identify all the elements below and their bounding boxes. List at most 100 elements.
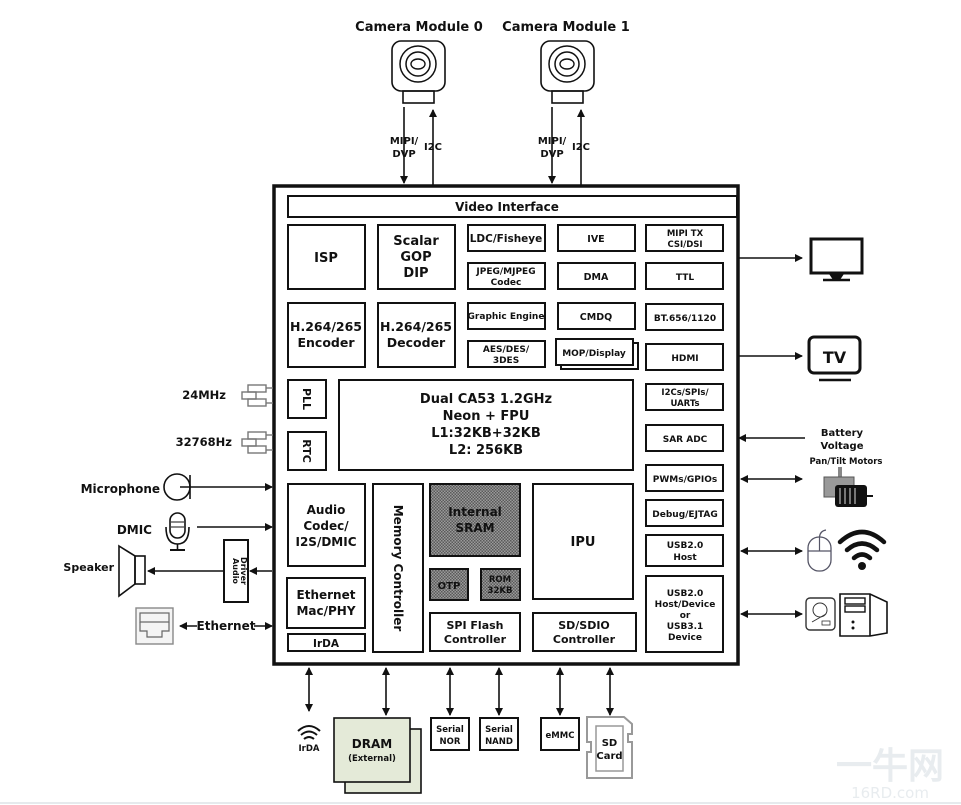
camera-icon — [540, 40, 595, 104]
svg-text:Voltage: Voltage — [821, 441, 864, 452]
svg-text:DRAM: DRAM — [352, 737, 392, 751]
svg-text:TV: TV — [823, 348, 847, 367]
svg-text:Battery: Battery — [821, 428, 864, 439]
svg-text:24MHz: 24MHz — [182, 388, 226, 402]
wifi-icon — [837, 529, 887, 570]
svg-text:DIP: DIP — [403, 266, 428, 281]
dma-block: DMA — [557, 262, 636, 290]
svg-text:RTC: RTC — [300, 439, 313, 463]
svg-text:Internal: Internal — [448, 505, 502, 519]
svg-text:3DES: 3DES — [493, 356, 519, 366]
emmc: eMMC — [540, 717, 580, 751]
svg-text:L1:32KB+32KB: L1:32KB+32KB — [431, 426, 541, 441]
microphone-input: Microphone — [81, 473, 273, 501]
dvp-label: DVP — [392, 149, 415, 160]
svg-text:Encoder: Encoder — [297, 335, 355, 350]
svg-text:(External): (External) — [348, 754, 396, 764]
svg-text:16RD.com: 16RD.com — [851, 784, 929, 802]
svg-text:Ethernet: Ethernet — [197, 619, 256, 633]
mipi-tx-block: MIPI TX CSI/DSI — [645, 224, 724, 252]
svg-text:Audio: Audio — [307, 503, 346, 517]
encoder-block: H.264/265 Encoder — [287, 302, 366, 368]
svg-text:CSI/DSI: CSI/DSI — [667, 240, 702, 250]
audio-driver-box: Audio Driver — [223, 539, 249, 603]
rtc-block: RTC — [287, 431, 327, 471]
svg-text:SRAM: SRAM — [455, 521, 494, 535]
svg-text:SPI Flash: SPI Flash — [447, 619, 504, 632]
svg-text:Pan/Tilt Motors: Pan/Tilt Motors — [810, 457, 883, 467]
memory-controller-block: Memory Controller — [372, 483, 424, 653]
svg-text:Debug/EJTAG: Debug/EJTAG — [652, 510, 717, 520]
dmic-input: DMIC — [117, 512, 273, 551]
cpu-block: Dual CA53 1.2GHz Neon + FPU L1:32KB+32KB… — [338, 379, 634, 471]
oscillator-24mhz: 24MHz — [182, 384, 273, 407]
svg-text:USB2.0: USB2.0 — [667, 541, 704, 551]
ttl-block: TTL — [645, 262, 724, 290]
isp-block: ISP — [287, 224, 366, 290]
speaker-icon — [118, 544, 146, 598]
svg-text:32KB: 32KB — [488, 586, 513, 596]
dmic-icon — [165, 512, 190, 551]
svg-text:Microphone: Microphone — [81, 482, 160, 496]
rom-block: ROM 32KB — [480, 568, 521, 601]
svg-text:I2S/DMIC: I2S/DMIC — [295, 535, 356, 549]
svg-text:Serial: Serial — [485, 725, 513, 735]
svg-text:TTL: TTL — [676, 273, 694, 283]
svg-text:USB2.0: USB2.0 — [667, 589, 704, 599]
aes-des-block: AES/DES/ 3DES — [467, 340, 546, 368]
svg-text:Video Interface: Video Interface — [455, 200, 559, 214]
dvp-label: DVP — [540, 149, 563, 160]
pwm-gpio-block: PWMs/GPIOs — [645, 464, 724, 492]
svg-text:IPU: IPU — [571, 535, 596, 550]
svg-text:Driver: Driver — [239, 557, 248, 585]
mipi-label: MIPI/ — [538, 136, 567, 147]
svg-text:LDC/Fisheye: LDC/Fisheye — [470, 233, 543, 245]
camera-1-label: Camera Module 1 — [502, 20, 630, 35]
svg-text:BT.656/1120: BT.656/1120 — [654, 314, 716, 324]
svg-text:Speaker: Speaker — [63, 561, 114, 574]
sd-sdio-controller-block: SD/SDIO Controller — [532, 612, 637, 652]
svg-text:DMIC: DMIC — [117, 523, 152, 537]
svg-text:SAR ADC: SAR ADC — [663, 435, 708, 445]
sar-adc-block: SAR ADC — [645, 424, 724, 452]
svg-text:USB3.1: USB3.1 — [667, 622, 704, 632]
pan-tilt-motors: Pan/Tilt Motors — [740, 457, 883, 507]
svg-text:Codec: Codec — [491, 278, 522, 288]
svg-text:AES/DES/: AES/DES/ — [483, 345, 530, 355]
internal-sram-block: Internal SRAM — [429, 483, 521, 557]
camera-0-label: Camera Module 0 — [355, 20, 483, 35]
svg-text:Controller: Controller — [553, 633, 616, 646]
svg-text:MIPI TX: MIPI TX — [667, 229, 704, 239]
pll-block: PLL — [287, 379, 327, 419]
svg-text:Audio: Audio — [231, 558, 240, 584]
svg-text:Card: Card — [596, 751, 622, 762]
graphic-engine-block: Graphic Engine — [467, 302, 546, 330]
mipi-label: MIPI/ — [390, 136, 419, 147]
svg-text:PWMs/GPIOs: PWMs/GPIOs — [653, 475, 717, 485]
svg-text:ROM: ROM — [489, 575, 511, 585]
svg-text:PLL: PLL — [300, 388, 313, 410]
audio-codec-block: Audio Codec/ I2S/DMIC — [287, 483, 366, 567]
serial-nor: Serial NOR — [430, 717, 470, 751]
camera-icon — [391, 40, 446, 104]
ldc-fisheye-block: LDC/Fisheye — [467, 224, 546, 252]
svg-text:ISP: ISP — [314, 251, 338, 266]
irda-label: IrDA — [299, 744, 320, 754]
svg-text:IrDA: IrDA — [313, 638, 340, 650]
svg-text:Mac/PHY: Mac/PHY — [296, 604, 355, 618]
svg-text:Memory Controller: Memory Controller — [391, 505, 405, 632]
scalar-gop-dip-block: Scalar GOP DIP — [377, 224, 456, 290]
svg-text:Codec/: Codec/ — [303, 519, 349, 533]
svg-text:NAND: NAND — [485, 737, 513, 747]
otp-block: OTP — [429, 568, 469, 601]
svg-text:SD/SDIO: SD/SDIO — [558, 619, 610, 632]
svg-text:一牛网: 一牛网 — [836, 746, 944, 787]
svg-text:NOR: NOR — [440, 737, 461, 747]
irda-wireless-icon: IrDA — [297, 725, 321, 754]
camera-module-1: Camera Module 1 MIPI/ DVP I2C — [502, 20, 630, 185]
svg-text:MOP/Display: MOP/Display — [562, 349, 626, 359]
svg-text:Decoder: Decoder — [387, 335, 446, 350]
svg-text:eMMC: eMMC — [546, 731, 575, 741]
svg-text:Host: Host — [673, 553, 697, 563]
